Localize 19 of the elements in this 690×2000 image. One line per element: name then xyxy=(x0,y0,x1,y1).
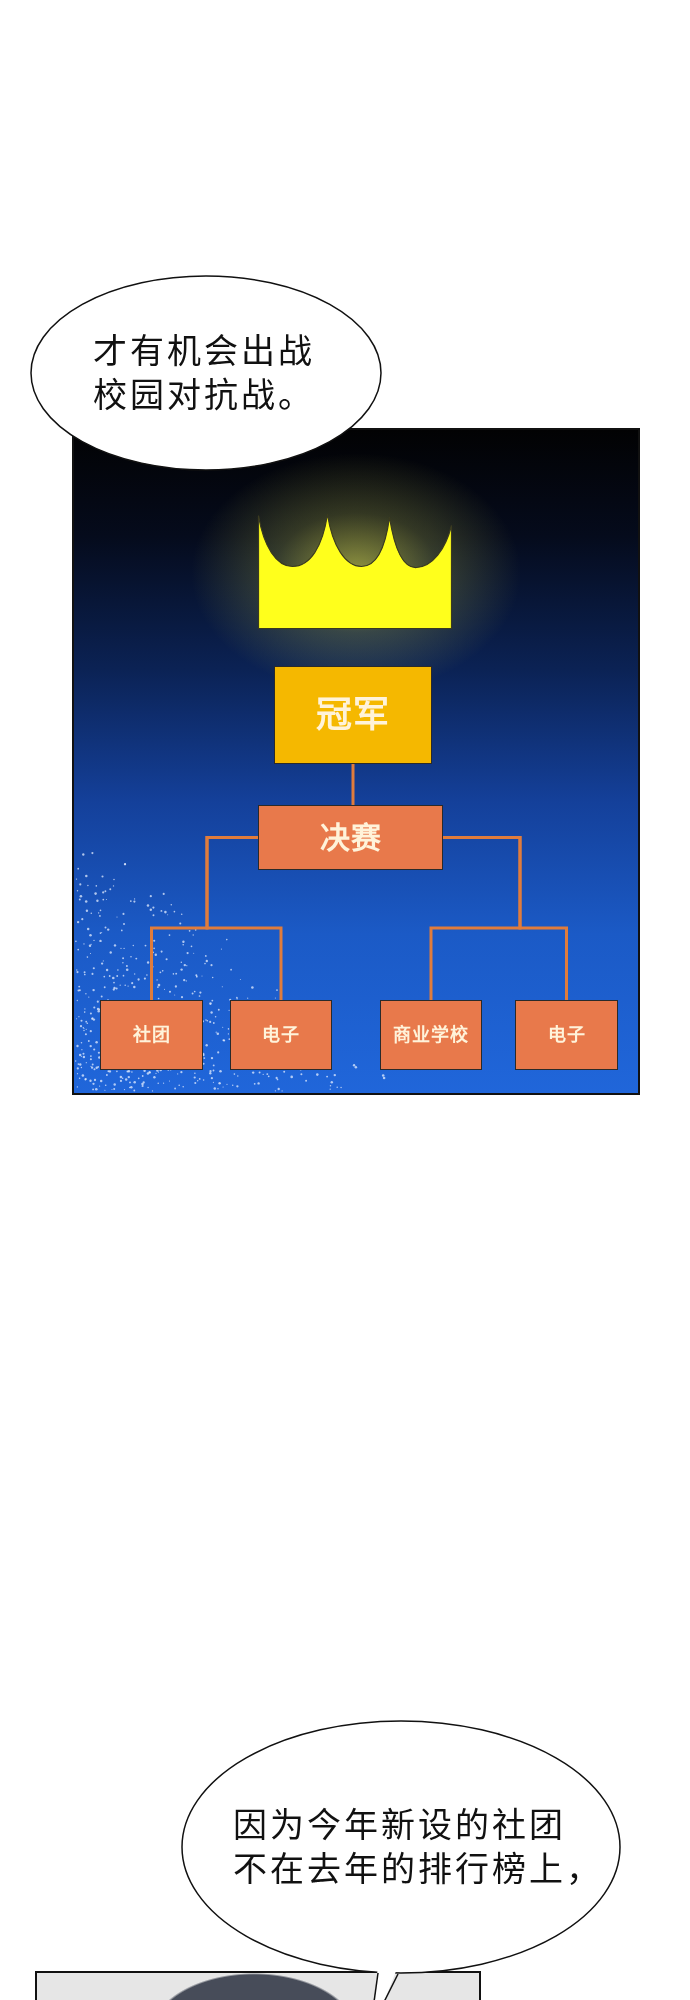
speech-bubble xyxy=(181,1720,621,2000)
team-box xyxy=(230,1000,332,1070)
bracket-text: 决赛 xyxy=(319,819,382,856)
team-box xyxy=(100,1000,203,1070)
team-box xyxy=(380,1000,482,1070)
speech-text: 才有机会出战校园对抗战。 xyxy=(93,330,316,417)
champion-box xyxy=(274,666,432,764)
bracket-text: 冠军 xyxy=(316,693,390,737)
bracket-text: 电子 xyxy=(547,1024,586,1046)
team-box xyxy=(515,1000,618,1070)
bracket-line xyxy=(351,764,355,805)
bracket-line xyxy=(443,836,568,1000)
final-match-box xyxy=(258,805,443,870)
speech-bubble xyxy=(30,275,382,471)
bracket-text: 社团 xyxy=(132,1024,171,1046)
bracket-text: 商业学校 xyxy=(393,1024,469,1046)
speech-text: 因为今年新设的社团不在去年的排行榜上， xyxy=(232,1804,580,1891)
bracket-line xyxy=(205,836,283,1000)
bracket-text: 电子 xyxy=(262,1024,300,1046)
